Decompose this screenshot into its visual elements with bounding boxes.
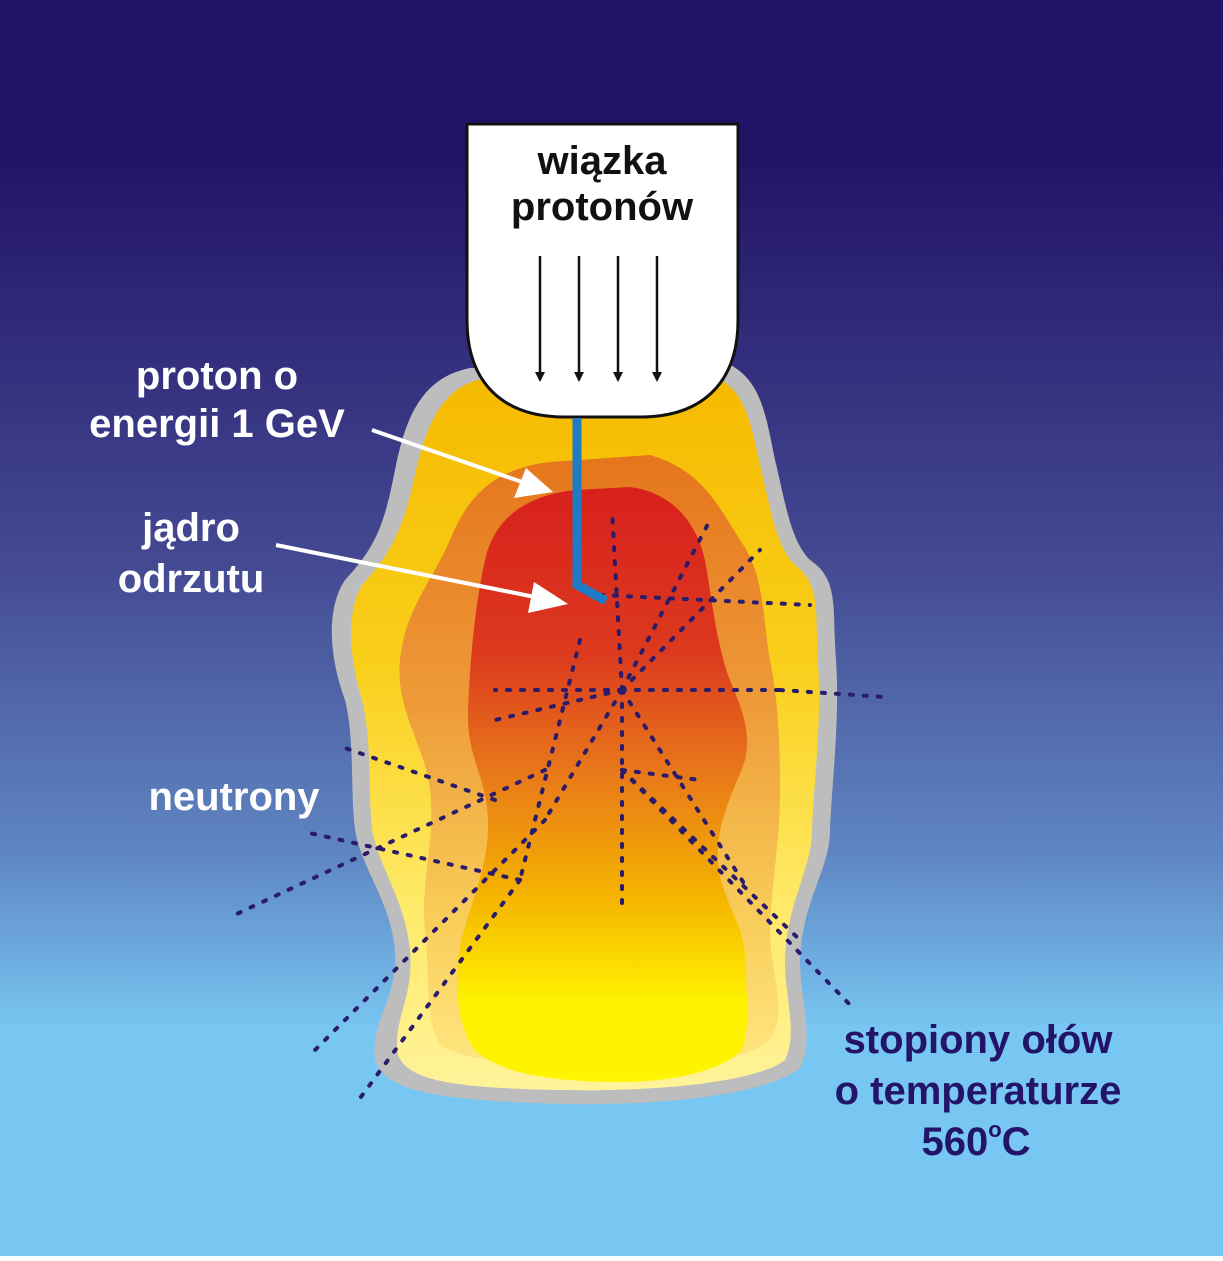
neutron-track [518, 638, 582, 882]
recoil-label-line1: jądro [141, 506, 240, 550]
neutron-track [620, 768, 702, 782]
neutron-track [610, 508, 624, 692]
neutron-track [226, 768, 547, 920]
lead-label-line2: o temperaturze [835, 1069, 1122, 1113]
beam-box-frame [465, 122, 740, 419]
pointer-arrows [275, 428, 568, 613]
hot-core [457, 487, 748, 1082]
proton-beam-box: wiązka protonów [465, 122, 740, 419]
neutron-track [620, 548, 762, 692]
lead-temperature: 560oC [921, 1117, 1030, 1164]
proton-track [572, 418, 609, 605]
recoil-label-line2: odrzutu [118, 557, 265, 601]
neutron-track [303, 830, 522, 882]
neutron-track [620, 688, 747, 887]
neutron-track [778, 688, 887, 699]
neutron-track [343, 746, 497, 802]
molten-lead-body [331, 360, 838, 1105]
beam-label-line2: protonów [511, 185, 694, 229]
neutron-track [620, 768, 857, 1012]
lead-temp-unit: C [1002, 1120, 1031, 1164]
neutron-track [543, 688, 624, 822]
neutron-track [620, 518, 712, 692]
lead-label-line1: stopiony ołów [844, 1018, 1114, 1062]
proton-label-line1: proton o [136, 354, 298, 398]
proton-label-line2: energii 1 GeV [89, 402, 345, 446]
proton-pointer-arrowhead-icon [514, 468, 553, 498]
proton-pointer-arrow [371, 428, 523, 484]
neutron-track [353, 878, 522, 1107]
lead-temp-degree: o [988, 1117, 1001, 1142]
beam-arrows [535, 256, 662, 382]
neutron-track [313, 818, 547, 1052]
lead-temp-value: 560 [921, 1120, 988, 1164]
recoil-pointer-arrow [275, 543, 536, 599]
beam-label-line1: wiązka [537, 139, 668, 183]
neutrons-label: neutrony [148, 775, 320, 819]
neutron-tracks [226, 508, 887, 1107]
recoil-pointer-arrowhead-icon [528, 582, 568, 613]
